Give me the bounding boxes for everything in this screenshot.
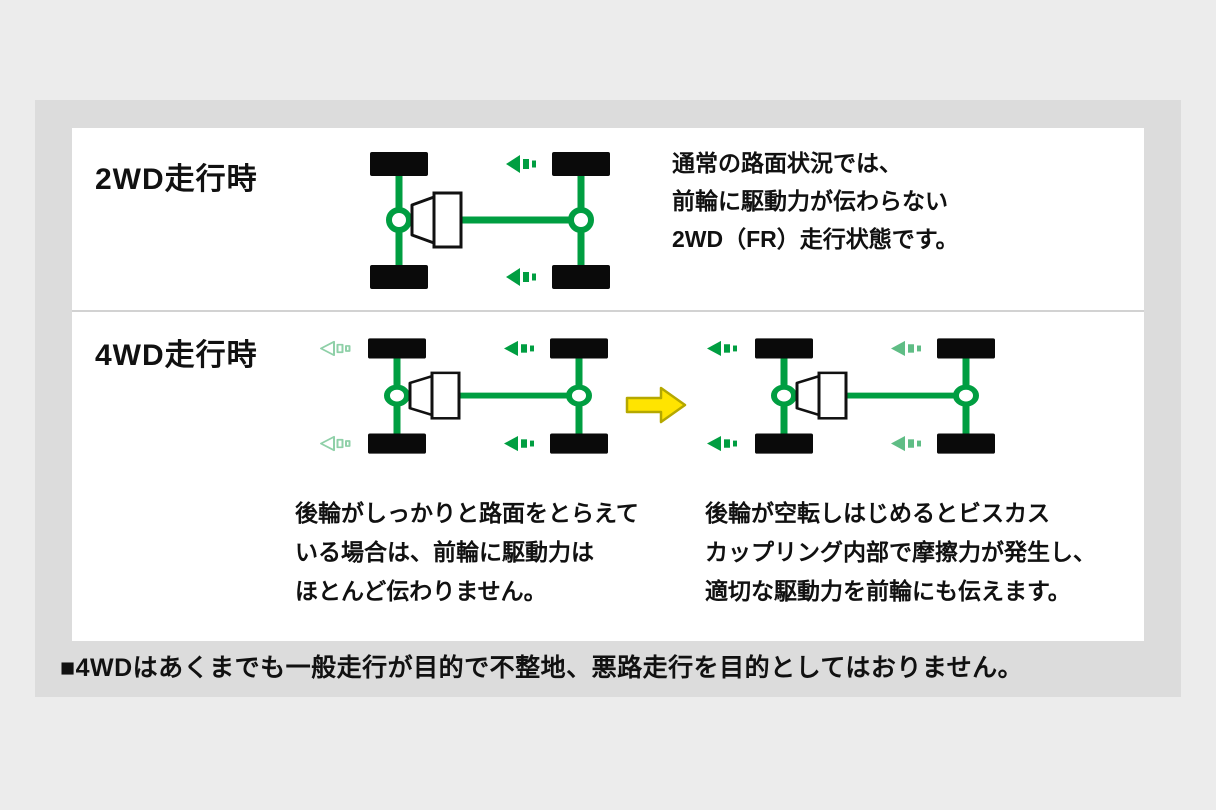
4wd-right-caption-line: 後輪が空転しはじめるとビスカス [705,500,1050,526]
2wd-description: 通常の路面状況では、 前輪に駆動力が伝わらない 2WD（FR）走行状態です。 [672,144,958,258]
4wd-left-caption-line: ほとんど伝わりません。 [295,578,547,604]
chassis-graphic [755,338,995,453]
4wd-left-caption: 後輪がしっかりと路面をとらえて いる場合は、前輪に駆動力は ほとんど伝わりません… [295,494,639,611]
rear-drive-arrow-icon [506,155,536,173]
content-band: 2WD走行時 通常の路面状況では、 前輪に駆動力が伝わらない 2WD（FR）走行… [35,100,1181,697]
front-drive-arrow-icon [707,340,737,357]
4wd-right-caption-line: 適切な駆動力を前輪にも伝えます。 [705,578,1071,604]
2wd-section-heading: 2WD走行時 [95,163,258,196]
drive-system-panel: 2WD走行時 通常の路面状況では、 前輪に駆動力が伝わらない 2WD（FR）走行… [72,128,1144,641]
rear-drive-arrow-icon [506,268,536,286]
section-divider [72,310,1144,312]
2wd-description-line: 通常の路面状況では、 [672,150,902,176]
4wd-section-heading: 4WD走行時 [95,339,258,372]
front-drive-arrow-outline-icon [320,435,351,452]
2wd-description-line: 2WD（FR）走行状態です。 [672,226,959,252]
rear-drive-arrow-slip-icon [891,340,921,357]
rear-drive-arrow-slip-icon [891,435,921,452]
transition-arrow-icon [625,386,687,424]
4wd-right-caption: 後輪が空転しはじめるとビスカス カップリング内部で摩擦力が発生し、 適切な駆動力… [705,494,1096,611]
4wd-left-caption-line: いる場合は、前輪に駆動力は [295,539,594,565]
2wd-description-line: 前輪に駆動力が伝わらない [672,188,948,214]
4wd-chassis-diagram-grip [320,335,618,457]
front-drive-arrow-outline-icon [320,340,351,357]
rear-drive-arrow-icon [504,340,534,357]
front-drive-arrow-icon [707,435,737,452]
footnote: ■4WDはあくまでも一般走行が目的で不整地、悪路走行を目的としてはおりません。 [60,654,1024,682]
4wd-chassis-diagram-slip [707,335,1005,457]
4wd-left-caption-line: 後輪がしっかりと路面をとらえて [295,500,639,526]
4wd-right-caption-line: カップリング内部で摩擦力が発生し、 [705,539,1096,565]
2wd-chassis-diagram [320,148,620,293]
rear-drive-arrow-icon [504,435,534,452]
chassis-graphic [368,338,608,453]
transition-arrow-shape [625,386,687,424]
chassis-graphic [370,152,610,289]
